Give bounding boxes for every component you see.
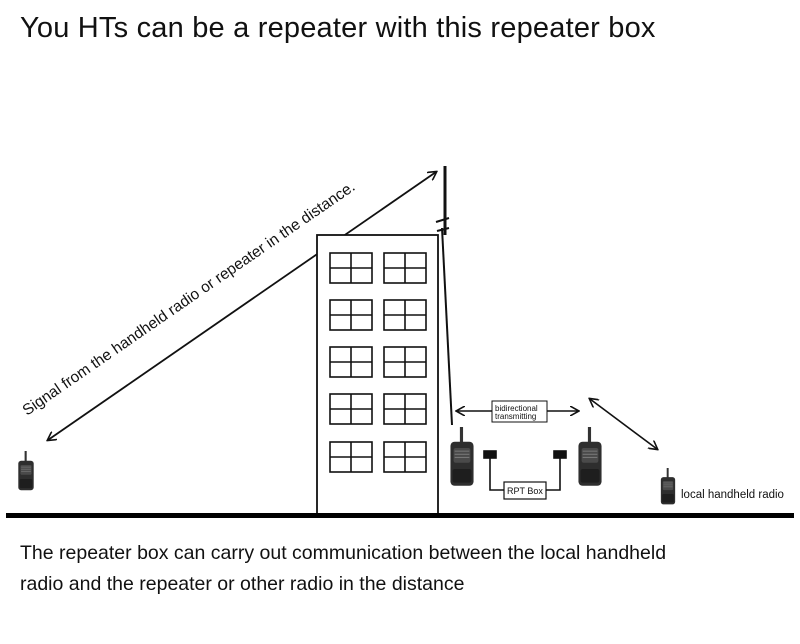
building-window bbox=[329, 252, 373, 284]
diagram-caption: The repeater box can carry out communica… bbox=[20, 538, 790, 600]
building-window bbox=[329, 441, 373, 473]
diagram-title: You HTs can be a repeater with this repe… bbox=[20, 12, 656, 44]
building-icon bbox=[316, 234, 439, 518]
bidirectional-label-line2: transmitting bbox=[495, 412, 536, 421]
rpt-box-icon: RPT Box bbox=[503, 481, 547, 500]
building-window bbox=[383, 346, 427, 378]
local-link-arrow bbox=[590, 399, 657, 449]
building-window bbox=[383, 441, 427, 473]
rpt-cable bbox=[483, 450, 567, 491]
building-window bbox=[329, 393, 373, 425]
rpt-box-label: RPT Box bbox=[507, 486, 543, 496]
repeater-radio-left-icon bbox=[449, 426, 475, 487]
signal-arrow bbox=[48, 172, 436, 440]
building-window bbox=[383, 299, 427, 331]
signal-label: Signal from the handheld radio or repeat… bbox=[20, 178, 359, 419]
antenna-icon bbox=[435, 166, 453, 426]
local-radio-label: local handheld radio bbox=[681, 489, 784, 501]
bidirectional-label-line1: bidirectional bbox=[495, 404, 538, 413]
building-window bbox=[383, 393, 427, 425]
building-window bbox=[329, 346, 373, 378]
caption-line-2: radio and the repeater or other radio in… bbox=[20, 573, 465, 595]
local-handheld-radio-icon bbox=[660, 467, 676, 505]
building-window bbox=[383, 252, 427, 284]
distant-handheld-radio-icon bbox=[17, 450, 35, 491]
building-window bbox=[329, 299, 373, 331]
ground-line bbox=[6, 513, 794, 518]
repeater-radio-right-icon bbox=[577, 426, 603, 487]
caption-line-1: The repeater box can carry out communica… bbox=[20, 542, 667, 564]
